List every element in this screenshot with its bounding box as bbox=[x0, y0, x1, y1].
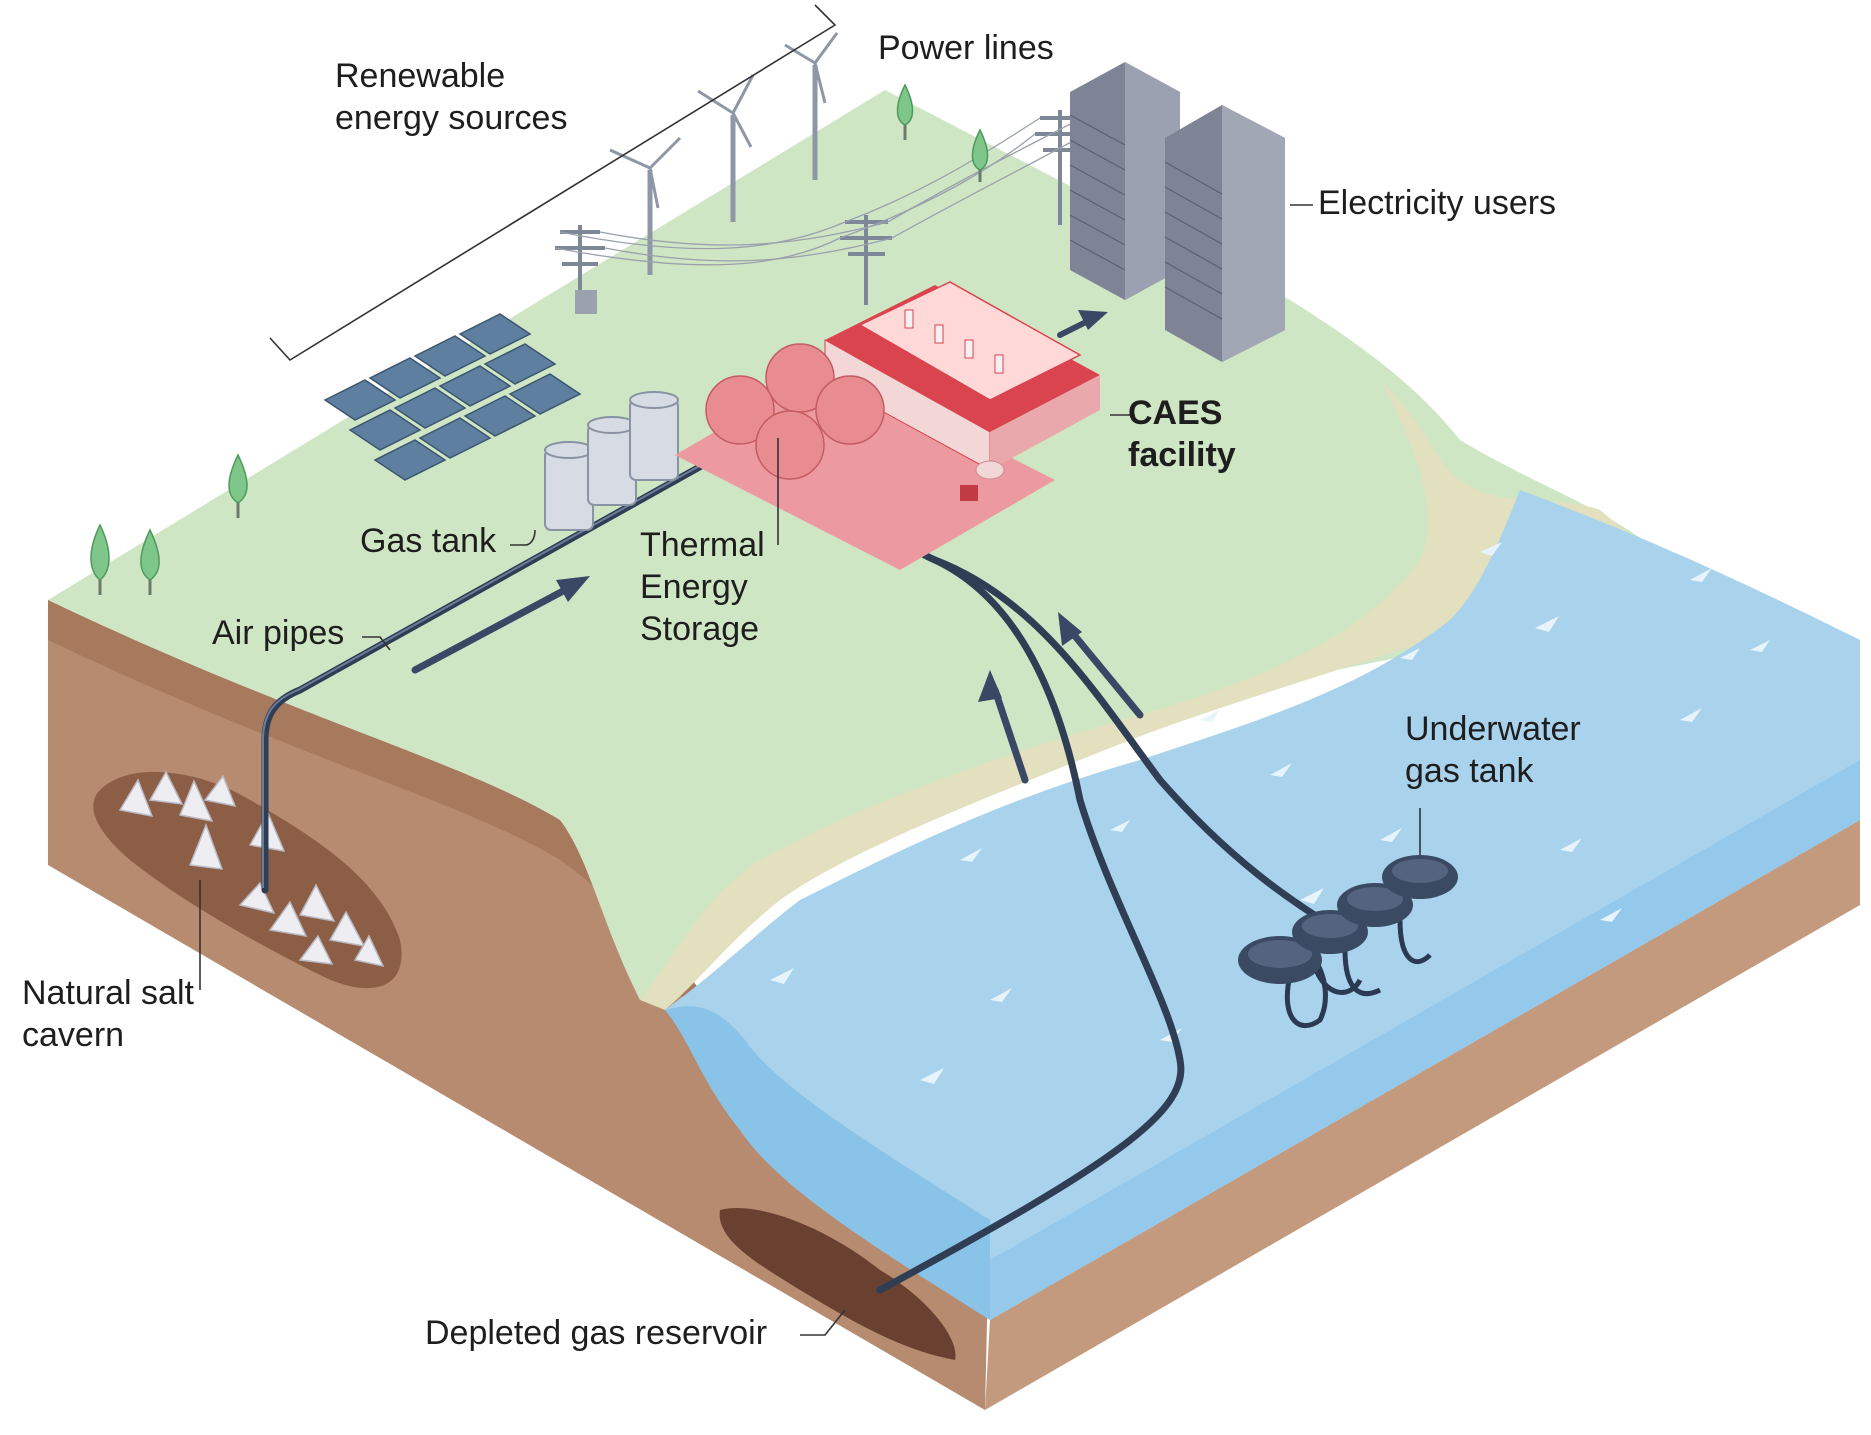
air-pipes-leader bbox=[362, 636, 391, 651]
underwater-gas-tanks bbox=[1238, 855, 1458, 1028]
gas-tank-label: Gas tank bbox=[360, 522, 497, 560]
trees bbox=[90, 83, 989, 595]
depleted-reservoir-label: Depleted gas reservoir bbox=[425, 1314, 768, 1352]
power-line-towers bbox=[555, 110, 1086, 314]
gas-tanks bbox=[544, 391, 679, 531]
water-surface bbox=[665, 490, 1860, 1320]
water-ripples bbox=[770, 542, 1770, 1084]
power-lines-label: Power lines bbox=[878, 29, 1054, 67]
soil-right-face bbox=[985, 820, 1860, 1410]
renewable-bracket bbox=[269, 4, 837, 362]
underwater-tank-label-line1: Underwater bbox=[1405, 710, 1581, 748]
air-pipes-label: Air pipes bbox=[212, 614, 345, 652]
caes-label-line2: facility bbox=[1128, 436, 1236, 474]
salt-cavern-label-line1: Natural salt bbox=[22, 974, 194, 1012]
wind-turbines bbox=[609, 32, 839, 275]
electricity-user-buildings bbox=[1069, 62, 1285, 362]
renewable-label-line2: energy sources bbox=[335, 99, 568, 137]
tes-label-line1: Thermal bbox=[640, 526, 765, 564]
solar-panels bbox=[323, 313, 582, 481]
power-line-wires bbox=[554, 117, 1087, 266]
depleted-reservoir-shape bbox=[719, 1208, 956, 1360]
salt-cavern-label-line2: cavern bbox=[22, 1016, 125, 1054]
caes-facility bbox=[675, 281, 1100, 570]
water-side-face bbox=[665, 1006, 990, 1320]
tes-label-line2: Energy bbox=[640, 568, 748, 606]
water-right-side-face bbox=[990, 760, 1860, 1320]
electricity-users-label: Electricity users bbox=[1318, 184, 1557, 222]
renewable-label-line1: Renewable bbox=[335, 57, 506, 95]
leader-lines bbox=[199, 4, 1421, 1336]
tes-label-line3: Storage bbox=[640, 610, 760, 648]
underwater-tank-label-line2: gas tank bbox=[1405, 752, 1534, 790]
pipe-highlights bbox=[262, 449, 729, 888]
caes-label-line1: CAES bbox=[1128, 394, 1223, 432]
flow-arrows bbox=[411, 310, 1144, 784]
depleted-reservoir-leader bbox=[800, 1309, 846, 1336]
gas-tank-leader bbox=[510, 529, 536, 546]
salt-cavern bbox=[93, 770, 402, 989]
soil-left-face bbox=[48, 600, 990, 1410]
